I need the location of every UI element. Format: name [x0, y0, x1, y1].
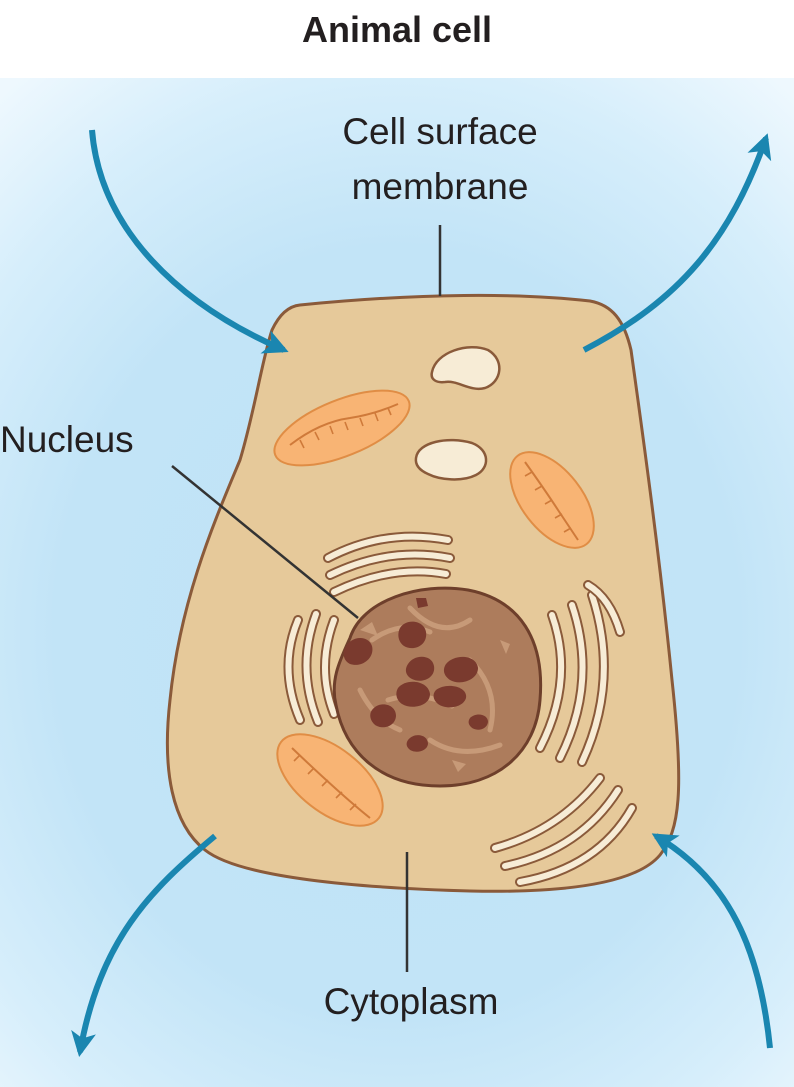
diagram-title: Animal cell: [301, 9, 493, 50]
cytoplasm-label: Cytoplasm: [323, 981, 499, 1022]
cell-surface-membrane-label-line2: membrane: [351, 166, 529, 207]
cell-surface-membrane-label-line1: Cell surface: [342, 111, 538, 152]
golgi-apparatus: [490, 773, 637, 887]
endoplasmic-reticulum-left: [283, 609, 339, 727]
vacuole-2: [414, 438, 488, 481]
cell-surface-membrane-label: Cell surface membrane: [240, 104, 640, 214]
nucleus-leader-line: [171, 465, 359, 619]
endoplasmic-reticulum-top: [323, 531, 455, 597]
mitochondrion-1: [273, 389, 411, 467]
endoplasmic-reticulum-right: [535, 580, 625, 767]
mitochondrion-3: [276, 733, 384, 827]
mitochondrion-2: [509, 451, 595, 549]
arrow-in-bottom-right: [651, 833, 773, 1049]
arrow-in-top-left: [89, 129, 289, 354]
arrow-out-bottom-left: [71, 833, 217, 1057]
nucleus-label: Nucleus: [0, 419, 134, 460]
nucleus: [332, 586, 543, 788]
chromatin: [343, 598, 488, 752]
arrow-out-top-right: [582, 133, 772, 353]
vacuole-1: [430, 345, 501, 391]
